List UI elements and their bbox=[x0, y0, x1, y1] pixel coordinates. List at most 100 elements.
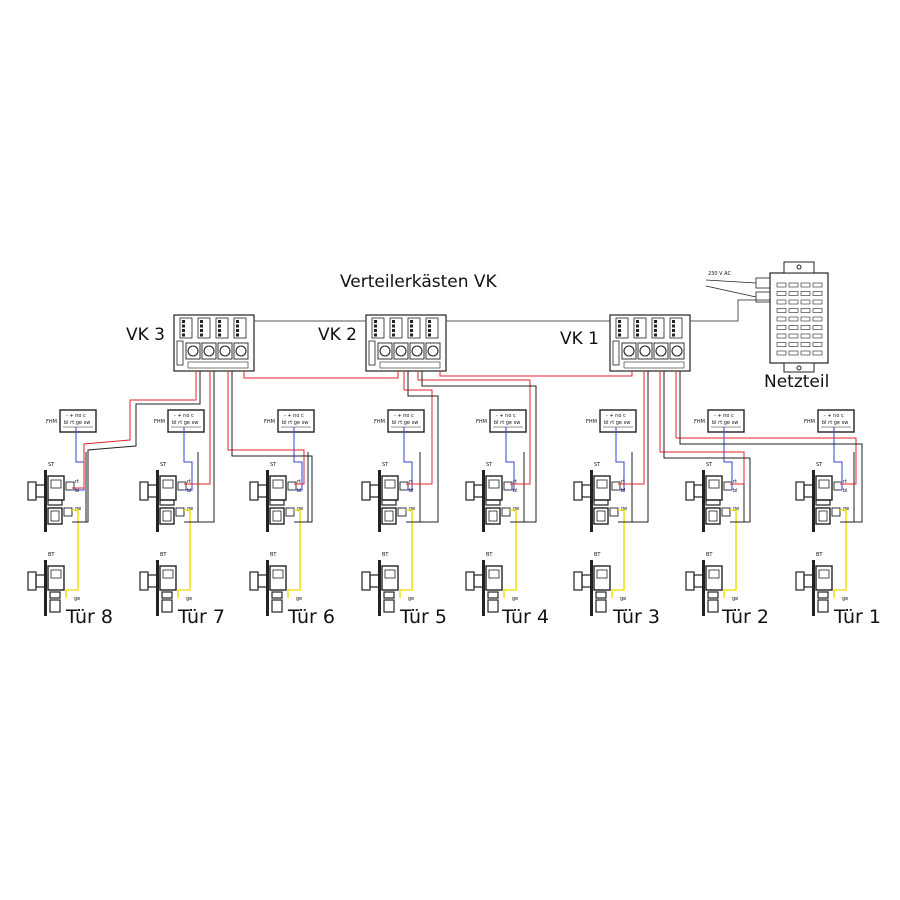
lock-latch bbox=[271, 591, 283, 599]
distribution-box-vk3 bbox=[173, 314, 255, 372]
psu-vent-slot bbox=[812, 325, 823, 330]
trunk-red-door6 bbox=[227, 371, 305, 485]
connector-socket bbox=[655, 345, 667, 357]
faceplate bbox=[266, 470, 269, 532]
cylinder bbox=[361, 481, 371, 501]
wire-blue bbox=[183, 427, 193, 491]
motor-inner bbox=[596, 510, 606, 522]
psu-vent-slot bbox=[788, 308, 799, 313]
lock-case bbox=[381, 565, 399, 591]
fhm-label: FHM bbox=[586, 419, 597, 425]
mains-cable bbox=[705, 279, 757, 284]
trunk-red-door2 bbox=[659, 371, 745, 485]
cylinder bbox=[795, 571, 805, 591]
wire-tag-ge: ge bbox=[733, 506, 739, 512]
terminal-pin bbox=[636, 324, 639, 328]
trunk-red-door3 bbox=[618, 371, 645, 485]
psu-vent-slot bbox=[788, 291, 799, 296]
fhm-module: FHM- + no cbl rt ge sw bbox=[154, 409, 205, 433]
cylinder-body bbox=[581, 484, 593, 498]
lock-inner bbox=[384, 569, 396, 579]
strike-case bbox=[595, 599, 607, 613]
cylinder-body bbox=[147, 574, 159, 588]
trunk-red-door1 bbox=[675, 371, 857, 485]
psu-vent-slot bbox=[788, 342, 799, 347]
terminal-pin bbox=[410, 320, 413, 323]
fhm-top-terminals: - + no c bbox=[496, 413, 516, 419]
cylinder-body bbox=[473, 574, 485, 588]
psu-vent-slot bbox=[788, 282, 799, 288]
fhm-outline bbox=[59, 409, 97, 433]
terminal-pin bbox=[236, 333, 239, 337]
wire-tag-ge: ge bbox=[297, 506, 303, 512]
psu-vent-slot bbox=[788, 325, 799, 330]
terminal-pin bbox=[618, 320, 621, 323]
connector-socket bbox=[639, 345, 651, 357]
door-lock-bt: BT bbox=[139, 552, 177, 616]
lock-latch bbox=[705, 499, 721, 506]
trunk-red-vk3-vk2 bbox=[243, 371, 399, 379]
lock-inner bbox=[272, 479, 284, 489]
terminal-pin bbox=[428, 329, 431, 332]
terminal-pin bbox=[218, 324, 221, 328]
fhm-module: FHM- + no cbl rt ge sw bbox=[694, 409, 745, 433]
psu-vent-slot bbox=[812, 316, 823, 322]
connector-frame bbox=[233, 342, 249, 360]
cylinder-body bbox=[257, 574, 269, 588]
psu-vent-slot bbox=[812, 308, 823, 313]
lock-latch bbox=[269, 499, 285, 506]
bt-label: BT bbox=[382, 552, 389, 558]
terminal-box bbox=[609, 507, 619, 517]
trunk-black-door6 bbox=[231, 371, 313, 523]
fhm-outline bbox=[817, 409, 855, 433]
cylinder-body bbox=[581, 574, 593, 588]
terminal-block bbox=[633, 317, 647, 339]
wire-tag-bl: bl bbox=[513, 488, 518, 494]
cylinder-body bbox=[803, 484, 815, 498]
wire-tag-bl: bl bbox=[297, 488, 302, 494]
fhm-module: FHM- + no cbl rt ge sw bbox=[46, 409, 97, 433]
terminal-block bbox=[233, 317, 247, 339]
terminal-pin bbox=[182, 333, 185, 337]
fhm-outline bbox=[707, 409, 745, 433]
terminal-pin bbox=[392, 324, 395, 328]
motor-inner bbox=[384, 510, 394, 522]
trunk-red-door4 bbox=[417, 371, 531, 485]
cylinder bbox=[249, 481, 259, 501]
trunk-black-door8 bbox=[86, 371, 201, 523]
strike-case bbox=[161, 599, 173, 613]
terminal-pin bbox=[374, 329, 377, 332]
cylinder bbox=[573, 571, 583, 591]
bt-label: BT bbox=[48, 552, 55, 558]
door-lock-st: ST bbox=[795, 462, 843, 532]
trunk-black-door2 bbox=[663, 371, 751, 523]
faceplate bbox=[156, 560, 159, 616]
fhm-top-terminals: - + no c bbox=[606, 413, 626, 419]
st-label: ST bbox=[160, 462, 167, 468]
connector-socket bbox=[379, 345, 391, 357]
wire-yellow bbox=[399, 509, 413, 598]
terminal-block bbox=[179, 317, 193, 339]
bus-line-vk1-psu bbox=[690, 299, 772, 322]
door-lock-st: ST bbox=[465, 462, 513, 532]
connector-frame bbox=[409, 342, 425, 360]
psu-vent-slot bbox=[800, 282, 811, 288]
psu-vent-slot bbox=[812, 333, 823, 339]
cylinder bbox=[685, 571, 695, 591]
wire-tag-ge-bt: ge bbox=[842, 596, 848, 602]
psu-vent-slot bbox=[776, 291, 787, 296]
wire-tag-ge-bt: ge bbox=[512, 596, 518, 602]
connector-frame bbox=[669, 342, 685, 360]
connector-frame bbox=[201, 342, 217, 360]
motor-case bbox=[815, 507, 831, 525]
fhm-top-terminals: - + no c bbox=[66, 413, 86, 419]
motor-case bbox=[47, 507, 63, 525]
connector-socket bbox=[623, 345, 635, 357]
connector-socket bbox=[427, 345, 439, 357]
psu-vent-slot bbox=[812, 282, 823, 288]
door-lock-bt: BT bbox=[27, 552, 65, 616]
diagram-title: Verteilerkästen VK bbox=[340, 272, 498, 292]
lock-case bbox=[269, 565, 287, 591]
terminal-block bbox=[425, 317, 439, 339]
